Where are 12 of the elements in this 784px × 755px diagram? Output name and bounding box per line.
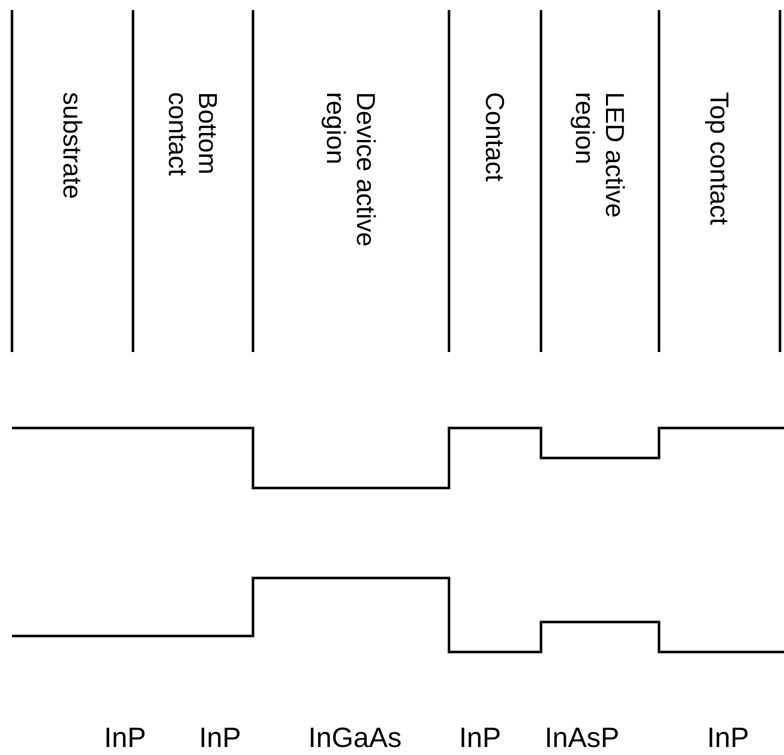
layer-label: Contact	[480, 92, 510, 184]
material-label: InP	[198, 722, 242, 754]
material-label: InP	[104, 722, 146, 754]
layer-label: Top contact	[704, 92, 734, 227]
layer-label: Device active region	[321, 92, 381, 249]
layer-label: LED active region	[570, 92, 630, 220]
layer-label: Bottom contact	[163, 92, 223, 178]
material-label: InP	[706, 722, 750, 754]
layer-label: substrate	[58, 92, 88, 201]
material-label: InGaAs	[308, 722, 402, 754]
material-label: InAsP	[544, 722, 620, 754]
material-label: InP	[458, 722, 502, 754]
